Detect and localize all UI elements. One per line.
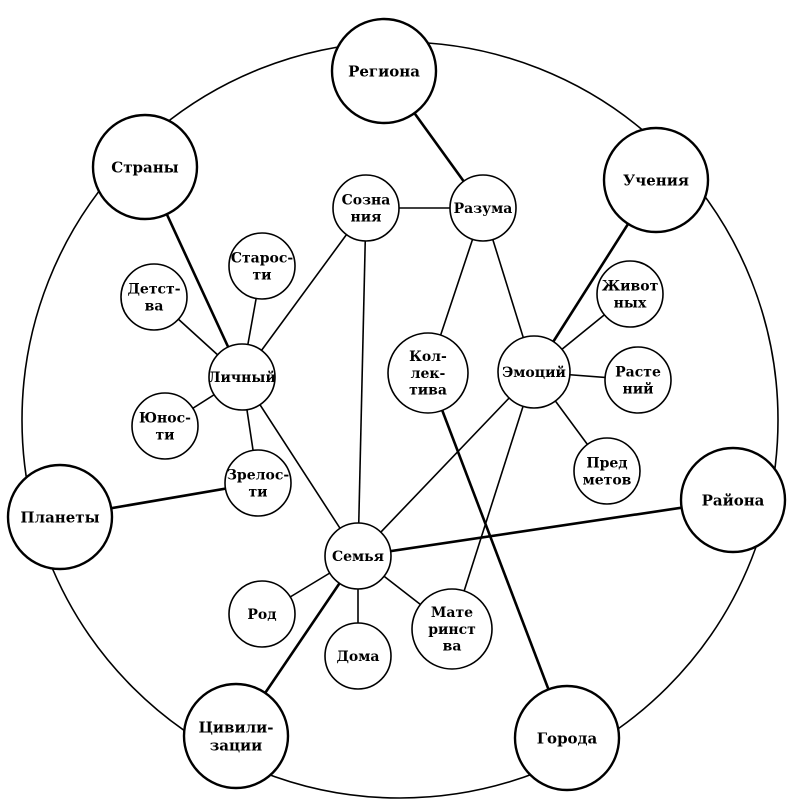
node-label-starosti-1: ти bbox=[252, 267, 271, 283]
node-label-zrelosti-0: Зрелос- bbox=[227, 468, 290, 484]
node-circle-soznaniya bbox=[332, 174, 400, 242]
node-circle-tsivilizatsii bbox=[182, 682, 290, 790]
node-circle-raiona bbox=[679, 446, 787, 554]
node-circle-goroda bbox=[513, 684, 621, 792]
node-label-predmetov-1: метов bbox=[583, 472, 632, 488]
edge-emotsii-semya bbox=[357, 371, 535, 557]
node-circle-razuma bbox=[449, 174, 517, 242]
node-label-soznaniya-1: ния bbox=[351, 209, 382, 225]
node-razuma: Разума bbox=[449, 174, 517, 242]
edge-soznaniya-semya bbox=[357, 207, 367, 557]
edge-lichnyi-semya bbox=[241, 376, 359, 557]
node-label-emotsii-0: Эмоций bbox=[502, 364, 566, 381]
node-circle-lichnyi bbox=[208, 343, 276, 411]
node-label-yunosti-1: ти bbox=[155, 427, 174, 443]
node-label-razuma-0: Разума bbox=[454, 201, 513, 217]
node-goroda: Города bbox=[513, 684, 621, 792]
node-starosti: Старос-ти bbox=[228, 232, 296, 300]
node-label-ucheniya-0: Учения bbox=[623, 171, 689, 189]
node-circle-planety bbox=[6, 463, 114, 571]
node-label-rastenii-0: Расте bbox=[615, 365, 661, 381]
node-circle-rod bbox=[228, 580, 296, 648]
node-label-soznaniya-0: Созна bbox=[342, 193, 391, 209]
edge-emotsii-materinstva bbox=[451, 371, 535, 630]
node-circle-kollektiva bbox=[387, 332, 469, 414]
node-label-predmetov-0: Пред bbox=[586, 456, 627, 472]
node-circle-ucheniya bbox=[602, 126, 710, 234]
node-label-kollektiva-0: Кол- bbox=[409, 349, 447, 365]
node-circle-yunosti bbox=[131, 392, 199, 460]
node-label-lichnyi-0: Личный bbox=[208, 369, 276, 386]
node-emotsii: Эмоций bbox=[497, 335, 571, 409]
node-regiona: Региона bbox=[330, 17, 438, 125]
node-label-planety-0: Планеты bbox=[20, 508, 99, 526]
node-label-tsivilizatsii-1: зации bbox=[210, 736, 263, 754]
node-doma: Дома bbox=[324, 622, 392, 690]
node-label-doma-0: Дома bbox=[336, 649, 379, 665]
node-circle-detstva bbox=[120, 263, 188, 331]
node-circle-doma bbox=[324, 622, 392, 690]
node-label-yunosti-0: Юнос- bbox=[139, 411, 191, 427]
node-rod: Род bbox=[228, 580, 296, 648]
node-planety: Планеты bbox=[6, 463, 114, 571]
node-zrelosti: Зрелос-ти bbox=[224, 449, 292, 517]
node-lichnyi: Личный bbox=[208, 343, 276, 411]
edge-kollektiva-goroda bbox=[426, 372, 569, 739]
node-label-strany-0: Страны bbox=[111, 158, 178, 176]
node-circle-emotsii bbox=[497, 335, 571, 409]
node-kollektiva: Кол-лек-тива bbox=[387, 332, 469, 414]
node-circle-predmetov bbox=[573, 437, 641, 505]
node-label-detstva-1: ва bbox=[145, 298, 164, 314]
node-ucheniya: Учения bbox=[602, 126, 710, 234]
node-label-regiona-0: Региона bbox=[348, 62, 420, 80]
node-label-zhivotnyh-1: ных bbox=[614, 295, 647, 311]
node-circle-regiona bbox=[330, 17, 438, 125]
node-raiona: Района bbox=[679, 446, 787, 554]
node-yunosti: Юнос-ти bbox=[131, 392, 199, 460]
node-semya: Семья bbox=[324, 522, 392, 590]
node-circle-materinstva bbox=[411, 588, 493, 670]
node-circle-starosti bbox=[228, 232, 296, 300]
node-label-kollektiva-1: лек- bbox=[411, 366, 446, 382]
node-label-materinstva-1: ринст bbox=[428, 622, 476, 638]
node-detstva: Детст-ва bbox=[120, 263, 188, 331]
edge-semya-raiona bbox=[357, 498, 734, 558]
node-label-materinstva-2: ва bbox=[443, 639, 462, 655]
node-label-kollektiva-2: тива bbox=[409, 383, 447, 399]
node-circle-rastenii bbox=[604, 346, 672, 414]
node-label-materinstva-0: Мате bbox=[431, 605, 473, 621]
node-circle-strany bbox=[91, 113, 199, 221]
node-tsivilizatsii: Цивили-зации bbox=[182, 682, 290, 790]
node-circle-semya bbox=[324, 522, 392, 590]
node-label-semya-0: Семья bbox=[332, 549, 384, 565]
node-label-zrelosti-1: ти bbox=[248, 484, 267, 500]
node-label-rastenii-1: ний bbox=[622, 380, 653, 397]
node-label-detstva-0: Детст- bbox=[127, 282, 180, 298]
node-label-tsivilizatsii-0: Цивили- bbox=[198, 718, 273, 736]
node-circle-zhivotnyh bbox=[596, 260, 664, 328]
node-label-goroda-0: Города bbox=[537, 729, 598, 747]
node-label-raiona-0: Района bbox=[702, 491, 765, 509]
edge-soznaniya-lichnyi bbox=[241, 207, 367, 378]
node-circle-zrelosti bbox=[224, 449, 292, 517]
node-label-rod-0: Род bbox=[247, 607, 276, 623]
node-label-starosti-0: Старос- bbox=[231, 251, 294, 267]
node-label-zhivotnyh-0: Живот bbox=[602, 279, 659, 295]
node-strany: Страны bbox=[91, 113, 199, 221]
